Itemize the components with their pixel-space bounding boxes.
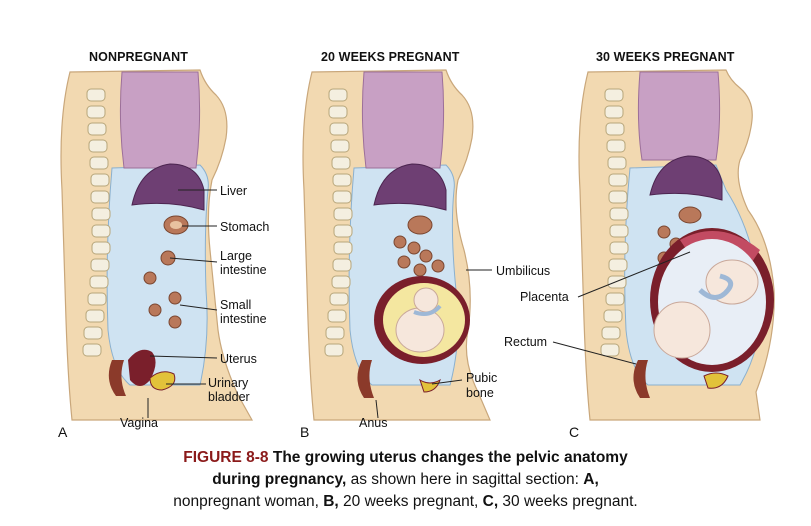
rectum [108, 360, 126, 396]
liver [373, 163, 447, 211]
label-pubic-bone-1: Pubic [466, 371, 498, 385]
liver [649, 155, 723, 201]
panel-title-b: 20 WEEKS PREGNANT [321, 50, 460, 64]
caption-c: C, [482, 493, 499, 510]
label-vagina: Vagina [120, 416, 158, 430]
rectum [633, 360, 650, 398]
label-umbilicus: Umbilicus [496, 264, 551, 278]
caption-title-2: during pregnancy, [212, 471, 347, 488]
label-uterus: Uterus [220, 352, 257, 366]
fetus-head [653, 301, 711, 359]
label-stomach: Stomach [220, 220, 270, 234]
rectum [357, 360, 374, 398]
caption-line-2: during pregnancy, as shown here in sagit… [0, 469, 811, 490]
panel-b-drawing [302, 69, 492, 421]
label-placenta: Placenta [520, 290, 569, 304]
caption-line-1: FIGURE 8-8 The growing uterus changes th… [0, 447, 811, 468]
figure-number: FIGURE 8-8 [183, 449, 269, 466]
caption-text-3a: nonpregnant woman, [173, 493, 324, 510]
leader-lines [552, 251, 691, 365]
label-anus: Anus [359, 416, 388, 430]
label-small-intestine-1: Small [220, 298, 252, 312]
urinary-bladder [703, 372, 729, 389]
lungs [637, 71, 721, 161]
caption-line-3: nonpregnant woman, B, 20 weeks pregnant,… [0, 491, 811, 512]
intestines [393, 235, 445, 277]
panel-c-drawing [552, 69, 775, 421]
caption-a: A, [583, 471, 599, 488]
label-rectum: Rectum [504, 335, 548, 349]
caption-text-3b: 20 weeks pregnant, [338, 493, 483, 510]
label-urinary-bladder-1: Urinary [208, 376, 249, 390]
liver [131, 163, 205, 211]
label-small-intestine-2: intestine [220, 312, 267, 326]
uterus [128, 349, 156, 386]
label-urinary-bladder-2: bladder [208, 390, 250, 404]
panel-a-drawing [60, 69, 254, 421]
urinary-bladder [419, 378, 441, 393]
placenta [680, 231, 760, 262]
caption-title-1: The growing uterus changes the pelvic an… [272, 449, 628, 466]
caption-text-3c: 30 weeks pregnant. [498, 493, 638, 510]
leader-lines [147, 189, 218, 418]
caption-b: B, [323, 493, 339, 510]
panel-letter-b: B [300, 424, 310, 440]
stomach [407, 215, 433, 235]
leader-lines [375, 269, 492, 419]
label-pubic-bone-2: bone [466, 386, 494, 400]
stomach [678, 206, 702, 224]
panel-title-a: NONPREGNANT [89, 50, 189, 64]
lungs [361, 71, 445, 169]
lungs [119, 71, 201, 169]
panel-title-c: 30 WEEKS PREGNANT [596, 50, 735, 64]
panel-letter-a: A [58, 424, 68, 440]
label-large-intestine-1: Large [220, 249, 252, 263]
label-large-intestine-2: intestine [220, 263, 267, 277]
caption-text-2: as shown here in sagittal section: [346, 471, 584, 488]
label-liver: Liver [220, 184, 248, 198]
panel-letter-c: C [569, 424, 580, 440]
